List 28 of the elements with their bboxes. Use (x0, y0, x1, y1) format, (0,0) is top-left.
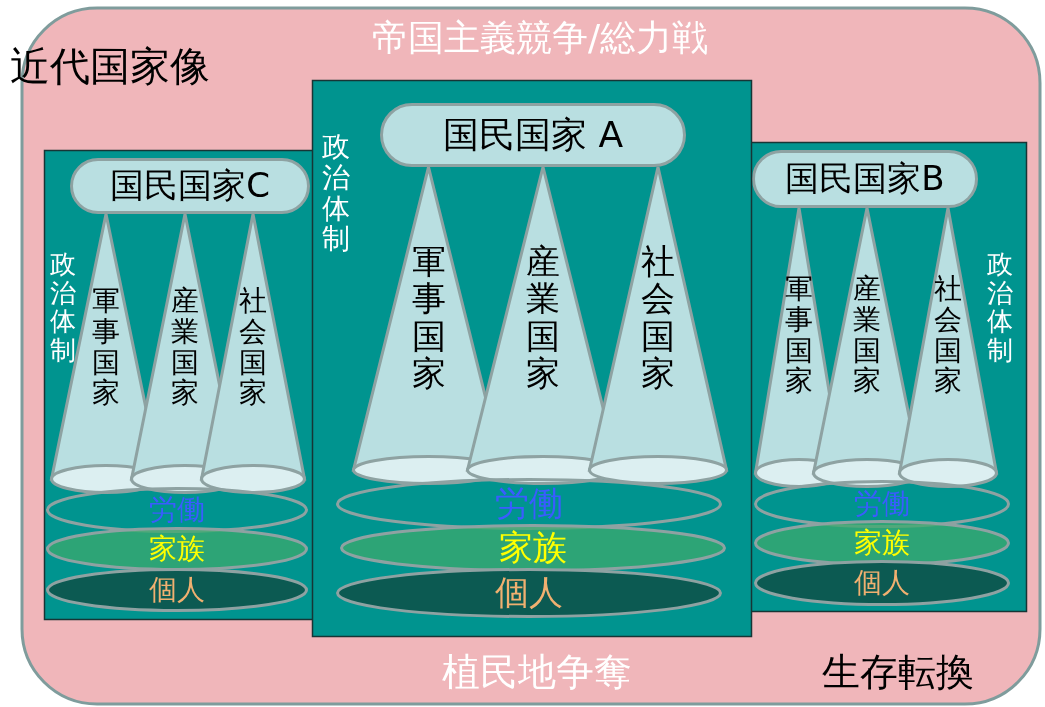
pillar-label: 社会国家 (934, 274, 962, 398)
layer-label: 労働 (495, 485, 563, 523)
layer-label: 家族 (854, 527, 910, 559)
layer-label: 家族 (499, 529, 567, 567)
vertical-label: 政治体制 (987, 250, 1013, 365)
pillar-label: 社会国家 (641, 243, 675, 393)
layer-label: 個人 (495, 574, 563, 612)
vertical-label: 政治体制 (322, 132, 350, 256)
pillar-label: 産業国家 (526, 243, 560, 393)
layer-label: 労働 (149, 494, 205, 526)
layer-label: 家族 (149, 533, 205, 565)
heading-text: 生存転換 (822, 652, 974, 694)
pillar-label: 産業国家 (171, 286, 199, 410)
vertical-label: 政治体制 (50, 250, 76, 365)
layer-label: 個人 (854, 567, 910, 599)
pillar-label: 軍事国家 (411, 243, 446, 393)
layer-label: 個人 (149, 574, 205, 606)
nation-label: 国民国家B (785, 160, 945, 198)
pillar-label: 社会国家 (239, 286, 267, 410)
layer-label: 労働 (854, 488, 910, 520)
heading-text: 帝国主義競争/総力戦 (371, 18, 709, 58)
nation-label: 国民国家 A (442, 115, 624, 155)
heading-text: 植民地争奪 (442, 652, 632, 694)
pillar-label: 産業国家 (853, 274, 881, 398)
heading-text: 近代国家像 (10, 44, 210, 88)
pillar-label: 軍事国家 (92, 286, 120, 410)
pillar-label: 軍事国家 (785, 274, 813, 398)
nation-label: 国民国家C (110, 167, 270, 205)
